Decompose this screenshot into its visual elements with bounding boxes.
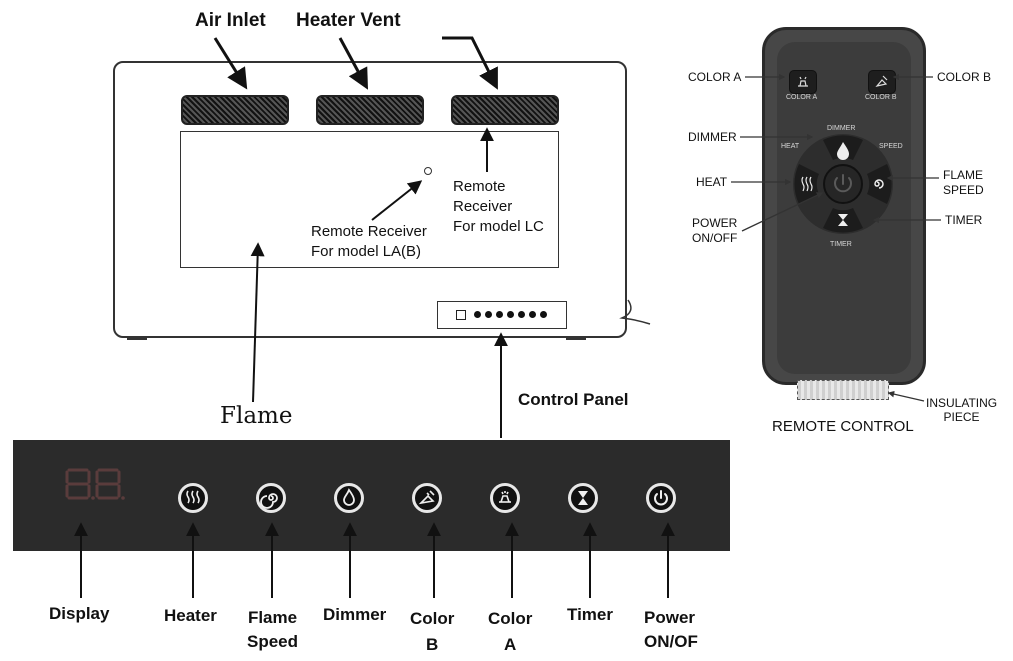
panel-heater-button[interactable] — [178, 483, 208, 513]
receiver-lc-label: Remote Receiver For model LC — [453, 177, 544, 237]
callout-power-line1: POWER — [692, 216, 738, 230]
control-panel-square — [456, 310, 466, 320]
remote-receiver-la-dot — [424, 167, 432, 175]
receiver-la-label: Remote Receiver For model LA(B) — [311, 222, 427, 262]
callout-flame-speed: FLAME SPEED — [943, 168, 984, 198]
callout-power: POWER ON/OFF — [692, 216, 737, 246]
spiral-icon — [260, 493, 278, 509]
flame-window — [180, 131, 559, 268]
remote-power-button[interactable] — [823, 164, 863, 204]
callout-insulating-line2: PIECE — [943, 410, 980, 424]
heater-foot-right — [566, 336, 586, 340]
receiver-lc-line2: Receiver — [453, 198, 513, 215]
color-a-line2: A — [504, 635, 517, 654]
heater-vent-center — [316, 95, 424, 125]
control-panel-dot — [496, 311, 503, 318]
power-label: Power ON/OF — [644, 606, 698, 654]
dimmer-label: Dimmer — [323, 605, 387, 624]
flame-icon — [837, 142, 849, 160]
callout-heat: HEAT — [696, 175, 728, 189]
control-panel-dot — [507, 311, 514, 318]
color-b-icon — [418, 490, 435, 505]
remote-color-a-text: COLOR A — [786, 94, 818, 101]
remote-timer-text: TIMER — [830, 241, 852, 248]
color-a-line1: Color — [488, 609, 533, 628]
flame-label: Flame — [220, 403, 293, 429]
receiver-la-line1: Remote Receiver — [311, 223, 427, 240]
callout-power-line2: ON/OFF — [692, 231, 738, 245]
panel-color-b-button[interactable] — [412, 483, 442, 513]
control-panel-dot — [474, 311, 481, 318]
panel-power-button[interactable] — [646, 483, 676, 513]
color-a-icon — [798, 76, 808, 87]
color-a-icon — [499, 491, 511, 503]
control-panel-dot — [485, 311, 492, 318]
callout-dimmer: DIMMER — [688, 130, 737, 144]
remote-dimmer-text: DIMMER — [827, 125, 856, 132]
air-inlet-label: Air Inlet — [195, 10, 266, 31]
flame-speed-line2: Speed — [247, 632, 299, 651]
color-b-icon — [875, 75, 888, 87]
color-b-label: Color B — [410, 606, 454, 658]
insulating-piece — [797, 380, 889, 400]
spiral-icon — [874, 179, 884, 189]
control-panel-label: Control Panel — [518, 390, 629, 409]
callout-flame-speed-line2: SPEED — [943, 183, 984, 197]
heater-vent-right — [451, 95, 559, 125]
callout-line-insulating — [887, 390, 925, 402]
heater-label: Heater — [164, 606, 217, 625]
flame-speed-line1: Flame — [247, 608, 298, 627]
remote-speed-text: SPEED — [879, 143, 903, 150]
heat-icon — [186, 490, 200, 504]
control-panel-dot — [518, 311, 525, 318]
flame-icon — [343, 488, 355, 506]
remote-control: COLOR A COLOR B DIMMER HEAT SPEED TIMER — [762, 27, 926, 385]
remote-heat-text: HEAT — [781, 143, 800, 150]
air-inlet-vent — [181, 95, 289, 125]
remote-control-caption: REMOTE CONTROL — [772, 418, 914, 435]
timer-label: Timer — [567, 605, 613, 624]
receiver-lc-line1: Remote — [453, 178, 506, 195]
heater-foot-left — [127, 336, 147, 340]
callout-insulating: INSULATING PIECE — [926, 396, 997, 424]
callout-color-b: COLOR B — [937, 70, 992, 84]
callout-flame-speed-line1: FLAME — [943, 168, 984, 182]
flame-speed-label: Flame Speed — [247, 606, 298, 654]
control-panel-strip — [13, 440, 730, 551]
panel-color-a-button[interactable] — [490, 483, 520, 513]
remote-color-b-button[interactable] — [868, 70, 896, 94]
color-b-line2: B — [426, 635, 439, 654]
hourglass-icon — [578, 491, 588, 505]
callout-insulating-line1: INSULATING — [926, 396, 998, 410]
receiver-lc-line3: For model LC — [453, 218, 544, 235]
panel-dimmer-button[interactable] — [334, 483, 364, 513]
power-icon — [834, 174, 852, 193]
callout-timer: TIMER — [945, 213, 983, 227]
color-a-label: Color A — [488, 606, 532, 658]
heater-vent-label: Heater Vent — [296, 10, 401, 31]
display-label: Display — [49, 604, 110, 623]
callout-color-a: COLOR A — [688, 70, 742, 84]
panel-flame-speed-button[interactable] — [256, 483, 286, 513]
remote-color-a-button[interactable] — [789, 70, 817, 94]
control-panel-dot — [540, 311, 547, 318]
control-panel-dot — [529, 311, 536, 318]
display-digits — [63, 467, 129, 501]
hourglass-icon — [838, 214, 848, 226]
power-line2: ON/OF — [644, 632, 698, 651]
panel-timer-button[interactable] — [568, 483, 598, 513]
heat-icon — [801, 176, 813, 192]
remote-color-b-text: COLOR B — [865, 94, 897, 101]
control-panel-box — [437, 301, 567, 329]
power-icon — [654, 490, 668, 506]
remote-dpad — [793, 134, 893, 234]
receiver-la-line2: For model LA(B) — [311, 243, 422, 260]
color-b-line1: Color — [410, 609, 455, 628]
power-line1: Power — [644, 608, 696, 627]
